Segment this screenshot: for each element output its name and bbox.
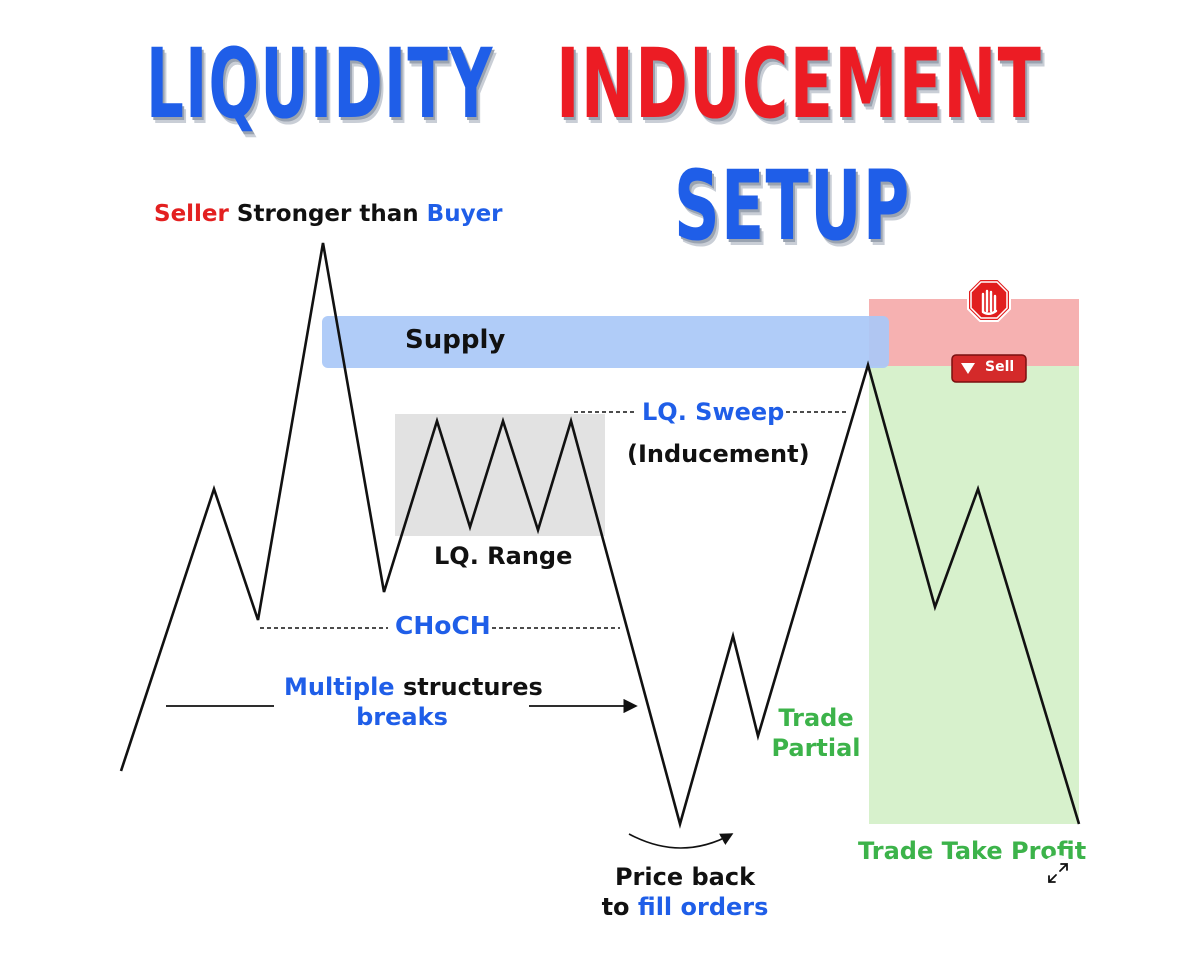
- supply-label: Supply: [405, 325, 506, 355]
- trade-partial-label: Trade Partial: [766, 703, 866, 763]
- title-inducement: INDUCEMENT: [556, 28, 1043, 140]
- profit-zone: [869, 366, 1079, 824]
- inducement-label: (Inducement): [627, 440, 810, 468]
- seller-text: Seller: [154, 201, 229, 227]
- price-back-text: Price back: [614, 863, 756, 891]
- fill-orders-arrow: [628, 833, 734, 849]
- sell-label: Sell: [985, 359, 1015, 375]
- structures-text: structures: [402, 673, 543, 701]
- sell-triangle-icon: [961, 363, 975, 374]
- lq-sweep-label: LQ. Sweep: [642, 398, 785, 426]
- trade-partial-line1: Trade: [778, 704, 854, 732]
- stop-hand-icon: [967, 278, 1011, 322]
- title-setup: SETUP: [674, 150, 911, 262]
- multiple-structures-label: Multiple structures breaks: [284, 672, 543, 732]
- expand-button[interactable]: [1040, 855, 1076, 891]
- buyer-text: Buyer: [426, 201, 503, 227]
- price-back-label: Price back to fill orders: [590, 862, 780, 922]
- stronger-than-text: Stronger than: [236, 201, 419, 227]
- price-path: [119, 242, 1081, 829]
- seller-stronger-label: Seller Stronger than Buyer: [154, 200, 503, 229]
- trade-partial-line2: Partial: [771, 734, 861, 762]
- multiple-text: Multiple: [284, 673, 395, 701]
- lq-range-label: LQ. Range: [434, 542, 573, 570]
- supply-zone: [322, 316, 889, 368]
- breaks-text: breaks: [356, 703, 448, 731]
- to-text: to: [601, 893, 630, 921]
- expand-icon: [1048, 863, 1068, 883]
- choch-label: CHoCH: [395, 611, 491, 640]
- fill-orders-text: fill orders: [637, 893, 769, 921]
- title-liquidity: LIQUIDITY: [146, 28, 494, 140]
- sell-badge: [951, 354, 1027, 383]
